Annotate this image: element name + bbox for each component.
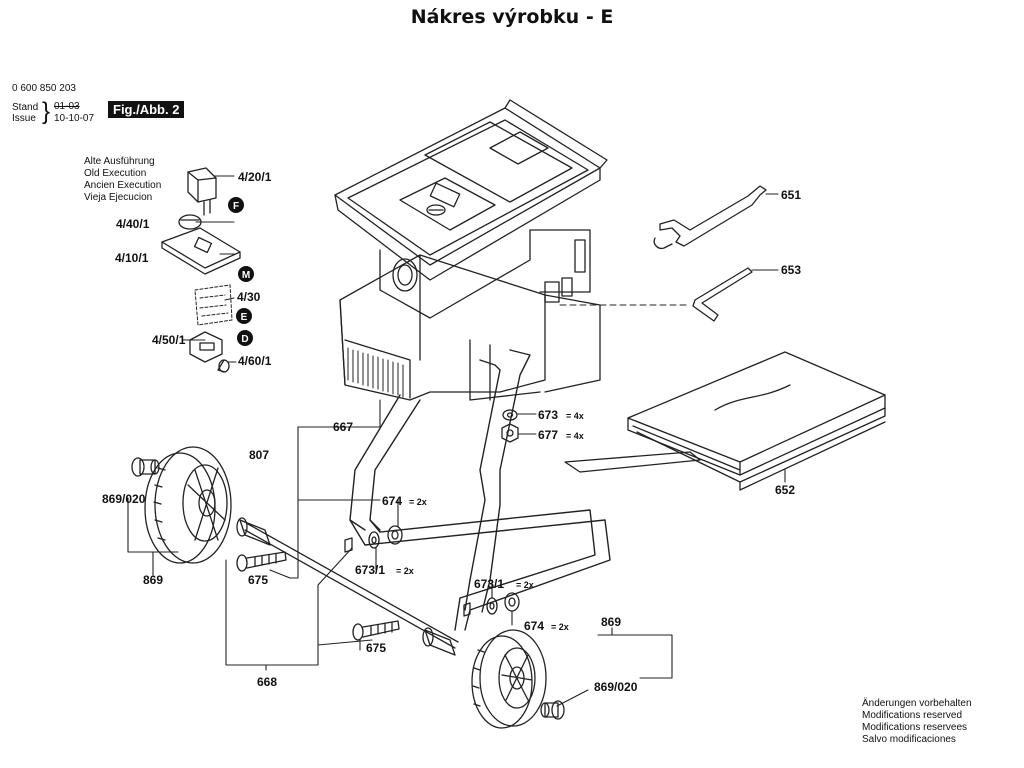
brace-icon: } (42, 98, 51, 125)
marker-D: D (237, 330, 253, 346)
footer-note-es: Salvo modificaciones (862, 734, 956, 745)
left-wheel (145, 447, 231, 563)
frame-tube (350, 350, 610, 630)
label-677: 677 (538, 428, 558, 442)
label-4-50-1: 4/50/1 (152, 333, 186, 347)
label-673: 673 (538, 408, 558, 422)
label-667: 667 (333, 420, 353, 434)
washer-673-1-b (487, 598, 497, 614)
allen-key-icon (693, 268, 752, 321)
label-807: 807 (249, 448, 269, 462)
bolt-left (237, 552, 286, 571)
label-673-1-a-qty: = 2x (396, 566, 414, 576)
label-869-020-a: 869/020 (102, 492, 146, 506)
label-673-1-b-qty: = 2x (516, 580, 534, 590)
part-number: 0 600 850 203 (12, 83, 76, 94)
axle (237, 518, 458, 655)
label-675-a: 675 (248, 573, 268, 587)
figure-label: Fig./Abb. 2 (108, 101, 185, 118)
stand-label: Stand (12, 102, 39, 113)
svg-text:M: M (242, 270, 250, 281)
footer-note-fr: Modifications reservees (862, 722, 968, 733)
shredder-housing (335, 100, 607, 400)
label-677-qty: = 4x (566, 431, 584, 441)
bolt-right (353, 621, 399, 640)
label-653: 653 (781, 263, 801, 277)
label-673-1-a: 673/1 (355, 563, 385, 577)
label-869-020-b: 869/020 (594, 680, 638, 694)
label-673-1-b: 673/1 (474, 577, 504, 591)
switch-old-execution (162, 168, 240, 372)
footer-note-de: Änderungen vorbehalten (862, 698, 972, 709)
label-4-10-1: 4/10/1 (115, 251, 149, 265)
old-execution-de: Alte Ausführung (84, 156, 155, 167)
manual-book-icon (565, 352, 885, 490)
right-wheel (472, 630, 546, 728)
issue-label: Issue (12, 113, 36, 124)
svg-text:F: F (233, 201, 239, 212)
issue-value: 10-10-07 (54, 113, 95, 124)
label-4-60-1: 4/60/1 (238, 354, 272, 368)
marker-M: M (238, 266, 254, 282)
wheel-cap-left (132, 458, 159, 476)
label-674-b-qty: = 2x (551, 622, 569, 632)
label-869-b: 869 (601, 615, 621, 629)
marker-E: E (236, 308, 252, 324)
label-4-40-1: 4/40/1 (116, 217, 150, 231)
nut-674-a (388, 526, 402, 544)
label-4-30: 4/30 (237, 290, 261, 304)
label-4-20-1: 4/20/1 (238, 170, 272, 184)
page-title: Nákres výrobku - E (410, 6, 614, 28)
nut-677 (502, 424, 518, 442)
wheel-cap-right (541, 701, 564, 719)
wrench-icon (654, 186, 766, 248)
leader-lines (128, 176, 785, 706)
label-674-a: 674 (382, 494, 402, 508)
label-668: 668 (257, 675, 277, 689)
old-execution-fr: Ancien Execution (84, 180, 162, 191)
label-652: 652 (775, 483, 795, 497)
label-674-a-qty: = 2x (409, 497, 427, 507)
old-execution-es: Vieja Ejecucion (84, 192, 153, 203)
svg-text:D: D (241, 334, 248, 345)
old-execution-en: Old Execution (84, 168, 147, 179)
stand-value: 01-03 (54, 101, 80, 112)
label-651: 651 (781, 188, 801, 202)
washer-673-1-a (369, 532, 379, 548)
label-674-b: 674 (524, 619, 544, 633)
label-673-qty: = 4x (566, 411, 584, 421)
svg-text:E: E (241, 312, 248, 323)
label-675-b: 675 (366, 641, 386, 655)
marker-F: F (228, 197, 244, 213)
footer-note-en: Modifications reserved (862, 710, 963, 721)
washer-673 (503, 410, 517, 420)
label-869-a: 869 (143, 573, 163, 587)
